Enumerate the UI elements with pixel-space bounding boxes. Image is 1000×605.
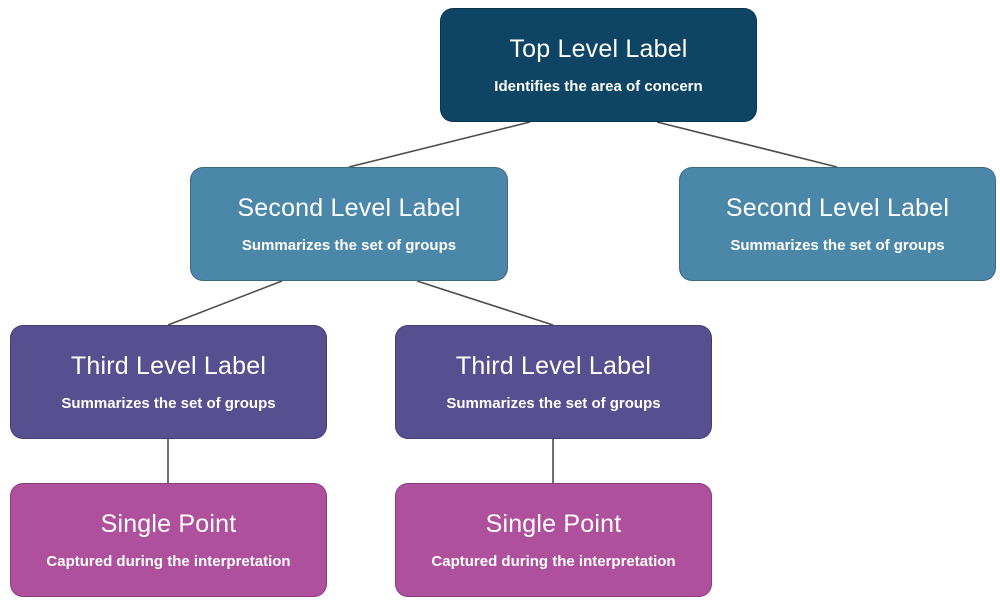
node-second-level-left-subtitle: Summarizes the set of groups: [241, 237, 457, 255]
node-third-level-right: Third Level Label Summarizes the set of …: [395, 325, 712, 439]
node-top-level: Top Level Label Identifies the area of c…: [440, 8, 757, 122]
node-second-level-right: Second Level Label Summarizes the set of…: [679, 167, 996, 281]
node-single-point-right-subtitle: Captured during the interpretation: [431, 553, 676, 571]
node-third-level-right-subtitle: Summarizes the set of groups: [446, 395, 661, 413]
node-third-level-left-subtitle: Summarizes the set of groups: [61, 395, 276, 413]
node-third-level-left: Third Level Label Summarizes the set of …: [10, 325, 327, 439]
node-third-level-right-title: Third Level Label: [455, 351, 652, 380]
node-top-level-title: Top Level Label: [509, 34, 688, 63]
node-second-level-left: Second Level Label Summarizes the set of…: [190, 167, 508, 281]
node-third-level-left-title: Third Level Label: [70, 351, 267, 380]
node-single-point-right-title: Single Point: [485, 509, 622, 538]
connector-second-to-third-right: [416, 280, 554, 326]
node-top-level-subtitle: Identifies the area of concern: [494, 78, 703, 96]
node-single-point-left-title: Single Point: [100, 509, 237, 538]
connector-second-to-third-left: [167, 280, 283, 326]
node-second-level-left-title: Second Level Label: [237, 193, 461, 222]
connector-top-to-second-right: [656, 121, 838, 168]
node-second-level-right-title: Second Level Label: [725, 193, 950, 222]
node-single-point-right: Single Point Captured during the interpr…: [395, 483, 712, 597]
node-second-level-right-subtitle: Summarizes the set of groups: [730, 237, 945, 255]
node-single-point-left-subtitle: Captured during the interpretation: [46, 553, 291, 571]
connector-top-to-second-left: [348, 121, 531, 168]
node-single-point-left: Single Point Captured during the interpr…: [10, 483, 327, 597]
